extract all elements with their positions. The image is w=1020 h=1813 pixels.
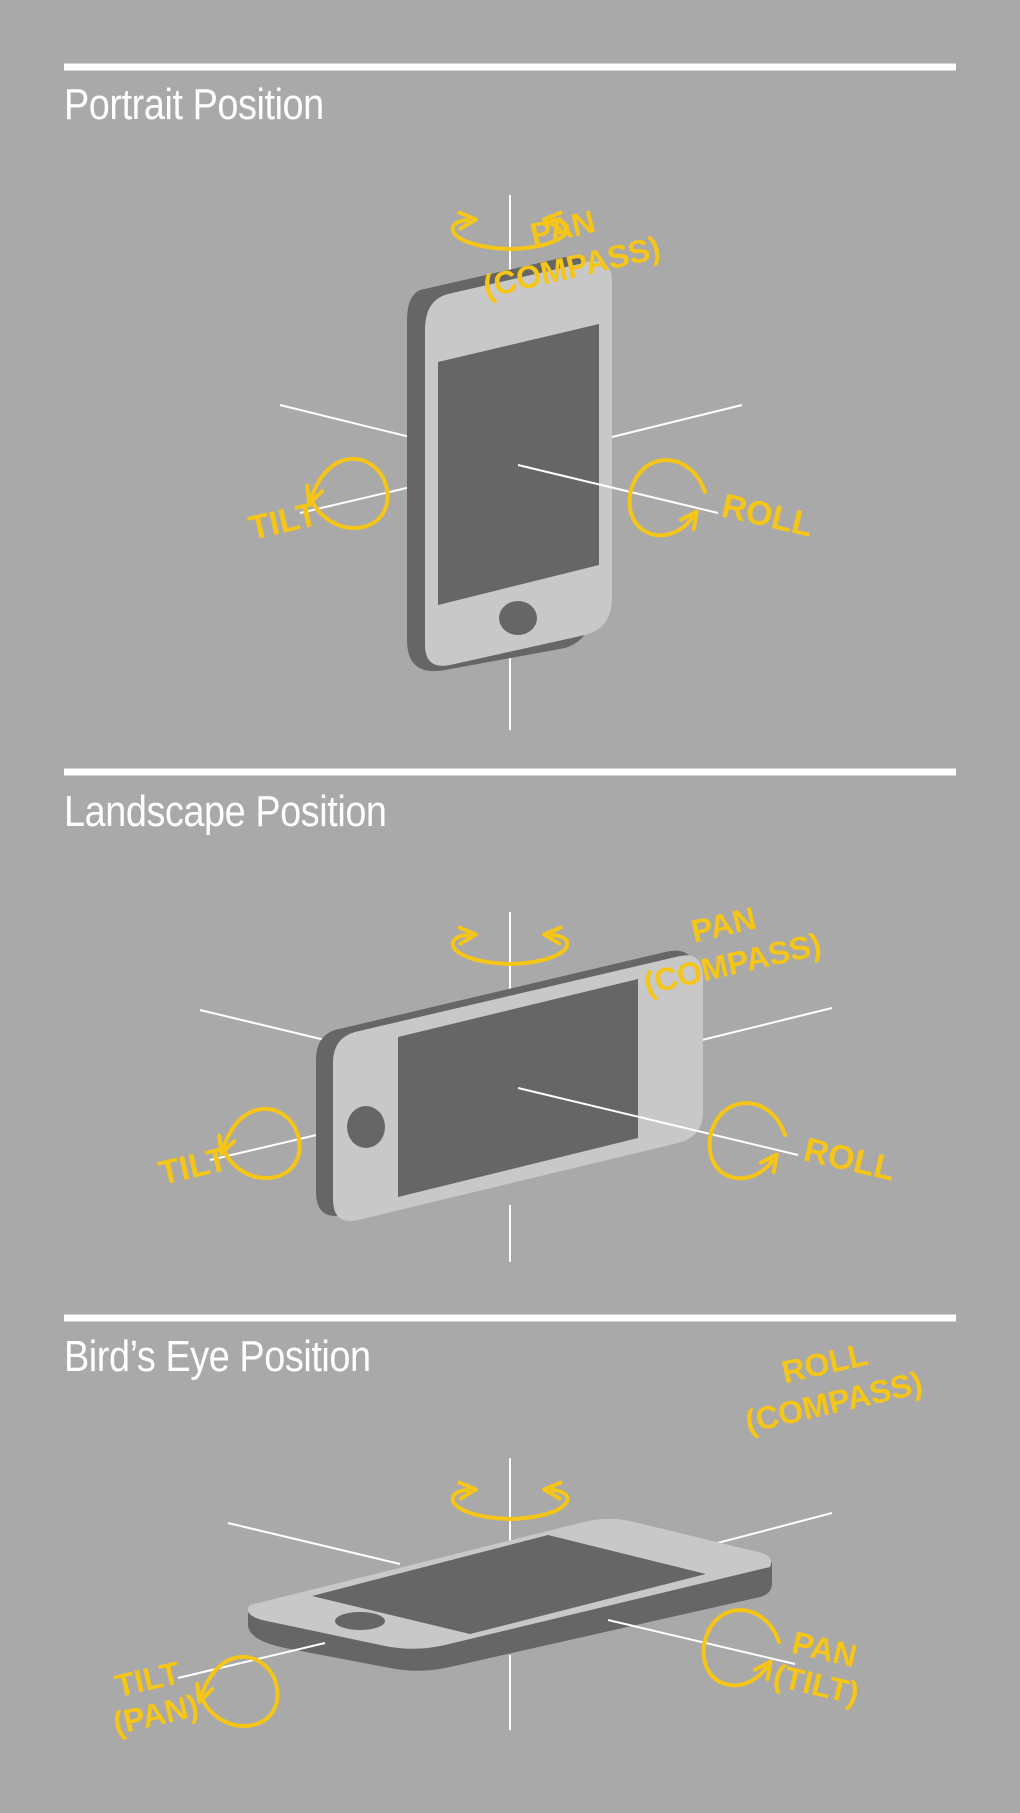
section-title-portrait: Portrait Position: [64, 80, 324, 129]
phone-screen: [312, 1535, 706, 1634]
landscape-diagram: PAN (COMPASS) TILT ROLL: [155, 900, 899, 1262]
roll-arrow-icon: [627, 458, 707, 538]
tilt-label: TILT: [155, 1140, 231, 1193]
tilt-axis: [279, 404, 411, 438]
home-button: [347, 1106, 385, 1148]
tilt-axis: [709, 1512, 833, 1546]
roll-arrow-icon: [450, 1480, 570, 1522]
pan-arrow-icon: [701, 1608, 781, 1688]
roll-arrow-icon: [707, 1101, 787, 1181]
birds-eye-diagram: ROLL (COMPASS) TILT (PAN) PAN (TILT): [109, 1336, 925, 1742]
tilt-arrow-icon: [195, 1655, 280, 1728]
pan-arrow-icon: [450, 210, 570, 252]
tilt-arrow-icon: [305, 457, 390, 530]
roll-axis: [517, 464, 719, 514]
tilt-arrow-icon: [217, 1107, 302, 1180]
tilt-axis: [607, 1619, 796, 1665]
portrait-diagram: PAN (COMPASS) TILT ROLL: [245, 195, 817, 730]
home-button: [499, 601, 537, 635]
roll-axis: [611, 404, 743, 438]
tilt-axis: [227, 1522, 401, 1565]
section-title-landscape: Landscape Position: [64, 787, 387, 836]
pan-arrow-icon: [450, 925, 570, 967]
section-title-birds-eye: Bird’s Eye Position: [64, 1332, 371, 1381]
home-button: [335, 1612, 385, 1630]
roll-axis: [701, 1007, 833, 1041]
roll-label: ROLL: [800, 1131, 899, 1189]
tilt-label: TILT: [245, 495, 321, 548]
roll-axis: [517, 1087, 799, 1156]
tilt-axis: [177, 1642, 326, 1679]
tilt-axis: [199, 1009, 326, 1041]
roll-label: ROLL: [718, 487, 817, 545]
